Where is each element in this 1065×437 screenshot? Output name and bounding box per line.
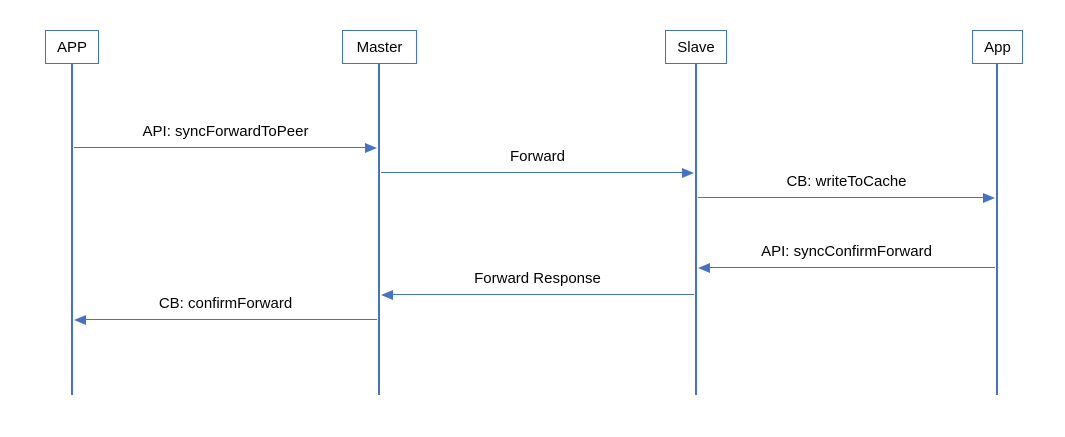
lifeline-master xyxy=(378,64,380,395)
message-label: CB: writeToCache xyxy=(786,173,907,190)
message-write-to-cache: CB: writeToCache xyxy=(698,173,995,203)
message-label: CB: confirmForward xyxy=(158,295,293,312)
message-sync-confirm-forward: API: syncConfirmForward xyxy=(698,243,995,273)
message-arrow-left xyxy=(381,290,694,300)
message-arrow-right xyxy=(698,193,995,203)
message-confirm-forward: CB: confirmForward xyxy=(74,295,377,325)
actor-box-master: Master xyxy=(342,30,417,64)
actor-box-slave: Slave xyxy=(665,30,727,64)
message-sync-forward-to-peer: API: syncForwardToPeer xyxy=(74,123,377,153)
message-label: Forward xyxy=(509,148,565,165)
message-forward-response: Forward Response xyxy=(381,270,694,300)
actor-label: App xyxy=(984,38,1011,56)
message-arrow-left xyxy=(74,315,377,325)
message-arrow-left xyxy=(698,263,995,273)
lifeline-app-receiver xyxy=(996,64,998,395)
actor-box-app-receiver: App xyxy=(972,30,1023,64)
message-label: Forward Response xyxy=(474,270,601,287)
message-arrow-right xyxy=(381,168,694,178)
lifeline-app-caller xyxy=(71,64,73,395)
actor-box-app-caller: APP xyxy=(45,30,99,64)
message-arrow-right xyxy=(74,143,377,153)
lifeline-slave xyxy=(695,64,697,395)
message-label: API: syncForwardToPeer xyxy=(142,123,309,140)
message-forward: Forward xyxy=(381,148,694,178)
actor-label: Slave xyxy=(677,38,715,56)
actor-label: APP xyxy=(56,38,87,56)
message-label: API: syncConfirmForward xyxy=(761,243,932,260)
actor-label: Master xyxy=(356,38,403,56)
